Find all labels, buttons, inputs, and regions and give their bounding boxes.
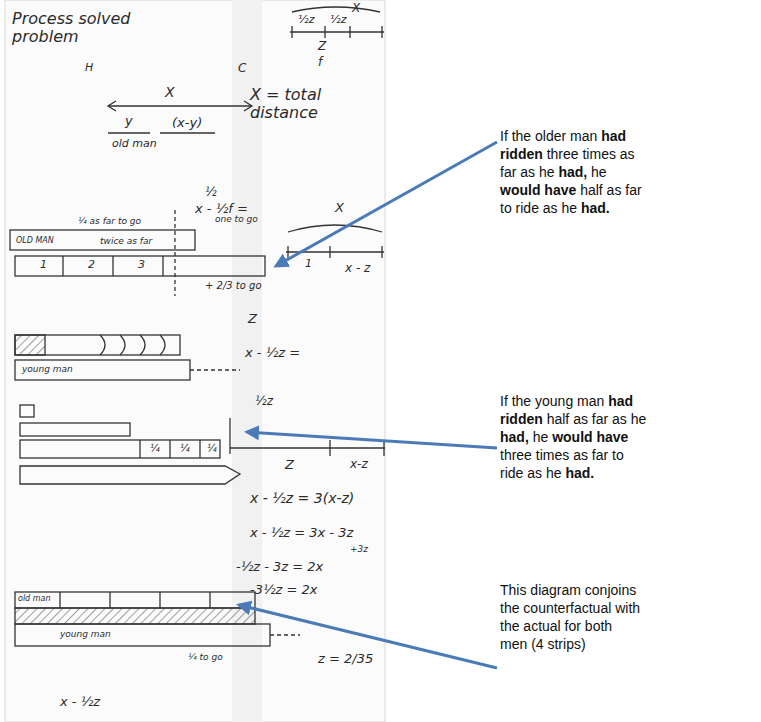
handwritten-note: Z [318,40,326,54]
handwritten-note: + 2/3 to go [205,280,262,292]
handwritten-note: x - ½z = 3(x-z) [250,490,354,506]
handwritten-note: OLD MAN [16,236,54,245]
handwritten-note: ¼ to go [188,652,223,662]
handwritten-note: ½ [205,186,217,200]
handwritten-note: one to go [215,214,258,224]
handwritten-note: -½z - 3z = 2x [236,560,323,575]
handwritten-note: old man [112,138,157,151]
handwritten-note: Z [285,458,294,473]
handwritten-note: x-z [350,458,368,472]
handwritten-note: old man [18,594,51,603]
handwritten-note: ½z [298,14,314,27]
handwritten-note: x - ½z = 3x - 3z [250,526,353,541]
handwritten-note: ¼ [150,443,160,455]
handwritten-note: f [318,56,322,70]
handwritten-note: young man [22,364,73,374]
handwritten-note: H [85,62,93,75]
handwritten-note: x - z [345,262,370,276]
handwritten-note: -3½z = 2x [250,583,318,598]
handwritten-note: young man [60,629,111,639]
handwritten-note: +3z [350,544,368,554]
handwritten-note: y [125,114,133,129]
callout-text: If the young man had ridden half as far … [500,393,650,483]
handwritten-note: (x-y) [172,116,202,131]
handwritten-note: 2 [88,259,95,272]
callout-text: This diagram conjoins the counterfactual… [500,582,642,654]
handwritten-note: X [335,201,344,216]
handwritten-note: z = 2/35 [318,652,373,667]
callout-text: If the older man had ridden three times … [500,128,650,218]
leader-arrow [239,605,497,668]
handwritten-note: 1 [40,259,47,272]
handwritten-note: x - ½z = [245,346,300,361]
handwritten-note: ¼ [180,443,190,455]
handwritten-note: C [238,62,246,76]
handwritten-note: 1 [305,258,312,271]
handwritten-note: X [165,84,175,100]
handwritten-note: ½z [330,14,346,27]
leader-arrow [276,142,497,266]
handwritten-note: X [352,2,360,16]
handwritten-note: Process solved problem [12,10,137,47]
handwritten-note: twice as far [100,236,152,246]
handwritten-note: ½z [255,395,273,409]
handwritten-note: ¼ as far to go [78,216,141,226]
handwritten-note: ¼ [207,443,217,455]
handwritten-note: x - ½z [60,695,100,710]
handwritten-note: 3 [138,259,145,272]
handwritten-note: Z [248,312,257,327]
handwritten-note: X = total distance [250,86,368,123]
leader-arrow [247,432,497,448]
